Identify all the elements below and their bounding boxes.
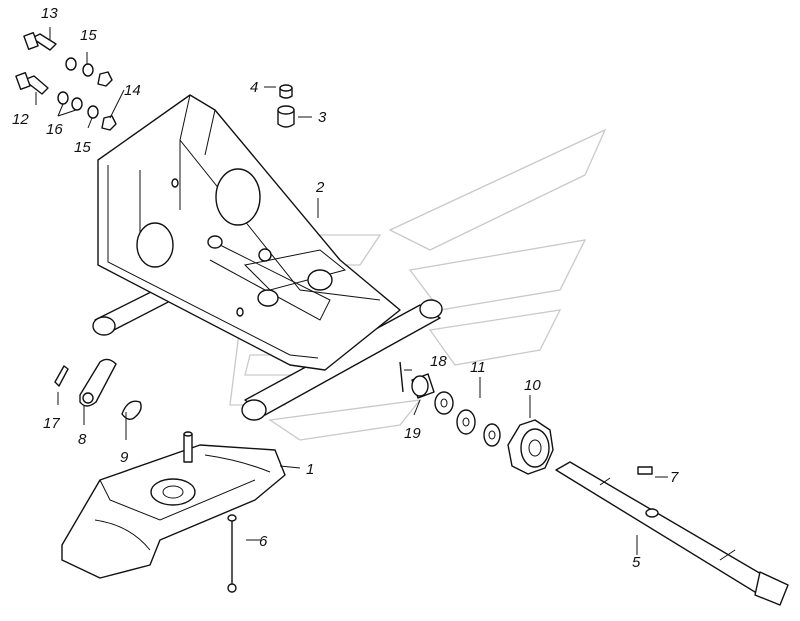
split-pin-part	[399, 361, 404, 393]
saddle-block-part	[61, 431, 286, 579]
callout-label-c14: 14	[124, 82, 141, 99]
callout-label-c19: 19	[404, 425, 421, 442]
callout-label-c10: 10	[524, 377, 541, 394]
callout-label-c8: 8	[78, 431, 87, 448]
small-pin-part	[637, 466, 653, 475]
spring-clip-part	[121, 400, 142, 421]
callout-label-c12: 12	[12, 111, 29, 128]
washers-part	[434, 391, 501, 447]
bolts-and-washers	[15, 32, 117, 131]
callout-label-c2: 2	[315, 179, 325, 196]
callout-label-c15a: 15	[80, 27, 97, 44]
callout-label-c11: 11	[470, 359, 486, 376]
bracket-frame	[92, 94, 443, 421]
callout-label-c5: 5	[632, 554, 641, 571]
shaft-part	[555, 461, 789, 606]
callout-label-c7: 7	[670, 469, 679, 486]
hex-nut-part	[277, 105, 295, 128]
callout-label-c1: 1	[306, 461, 314, 478]
callout-label-c3: 3	[318, 109, 327, 126]
callout-label-c13: 13	[41, 5, 58, 22]
callout-label-c6: 6	[259, 533, 268, 550]
callout-label-c15b: 15	[74, 139, 91, 156]
cotter-pin-part	[54, 365, 69, 387]
castle-nut-part	[411, 373, 435, 399]
callout-label-c4: 4	[250, 79, 258, 96]
callout-label-c9: 9	[120, 449, 129, 466]
callout-label-c16: 16	[46, 121, 63, 138]
callout-label-c17: 17	[43, 415, 60, 432]
pin-part	[227, 514, 237, 593]
callout-label-c18: 18	[430, 353, 447, 370]
leader-lines	[35, 27, 668, 555]
cap-nut-part	[279, 84, 293, 99]
clamp-part	[79, 358, 117, 407]
gear-part	[507, 419, 554, 475]
